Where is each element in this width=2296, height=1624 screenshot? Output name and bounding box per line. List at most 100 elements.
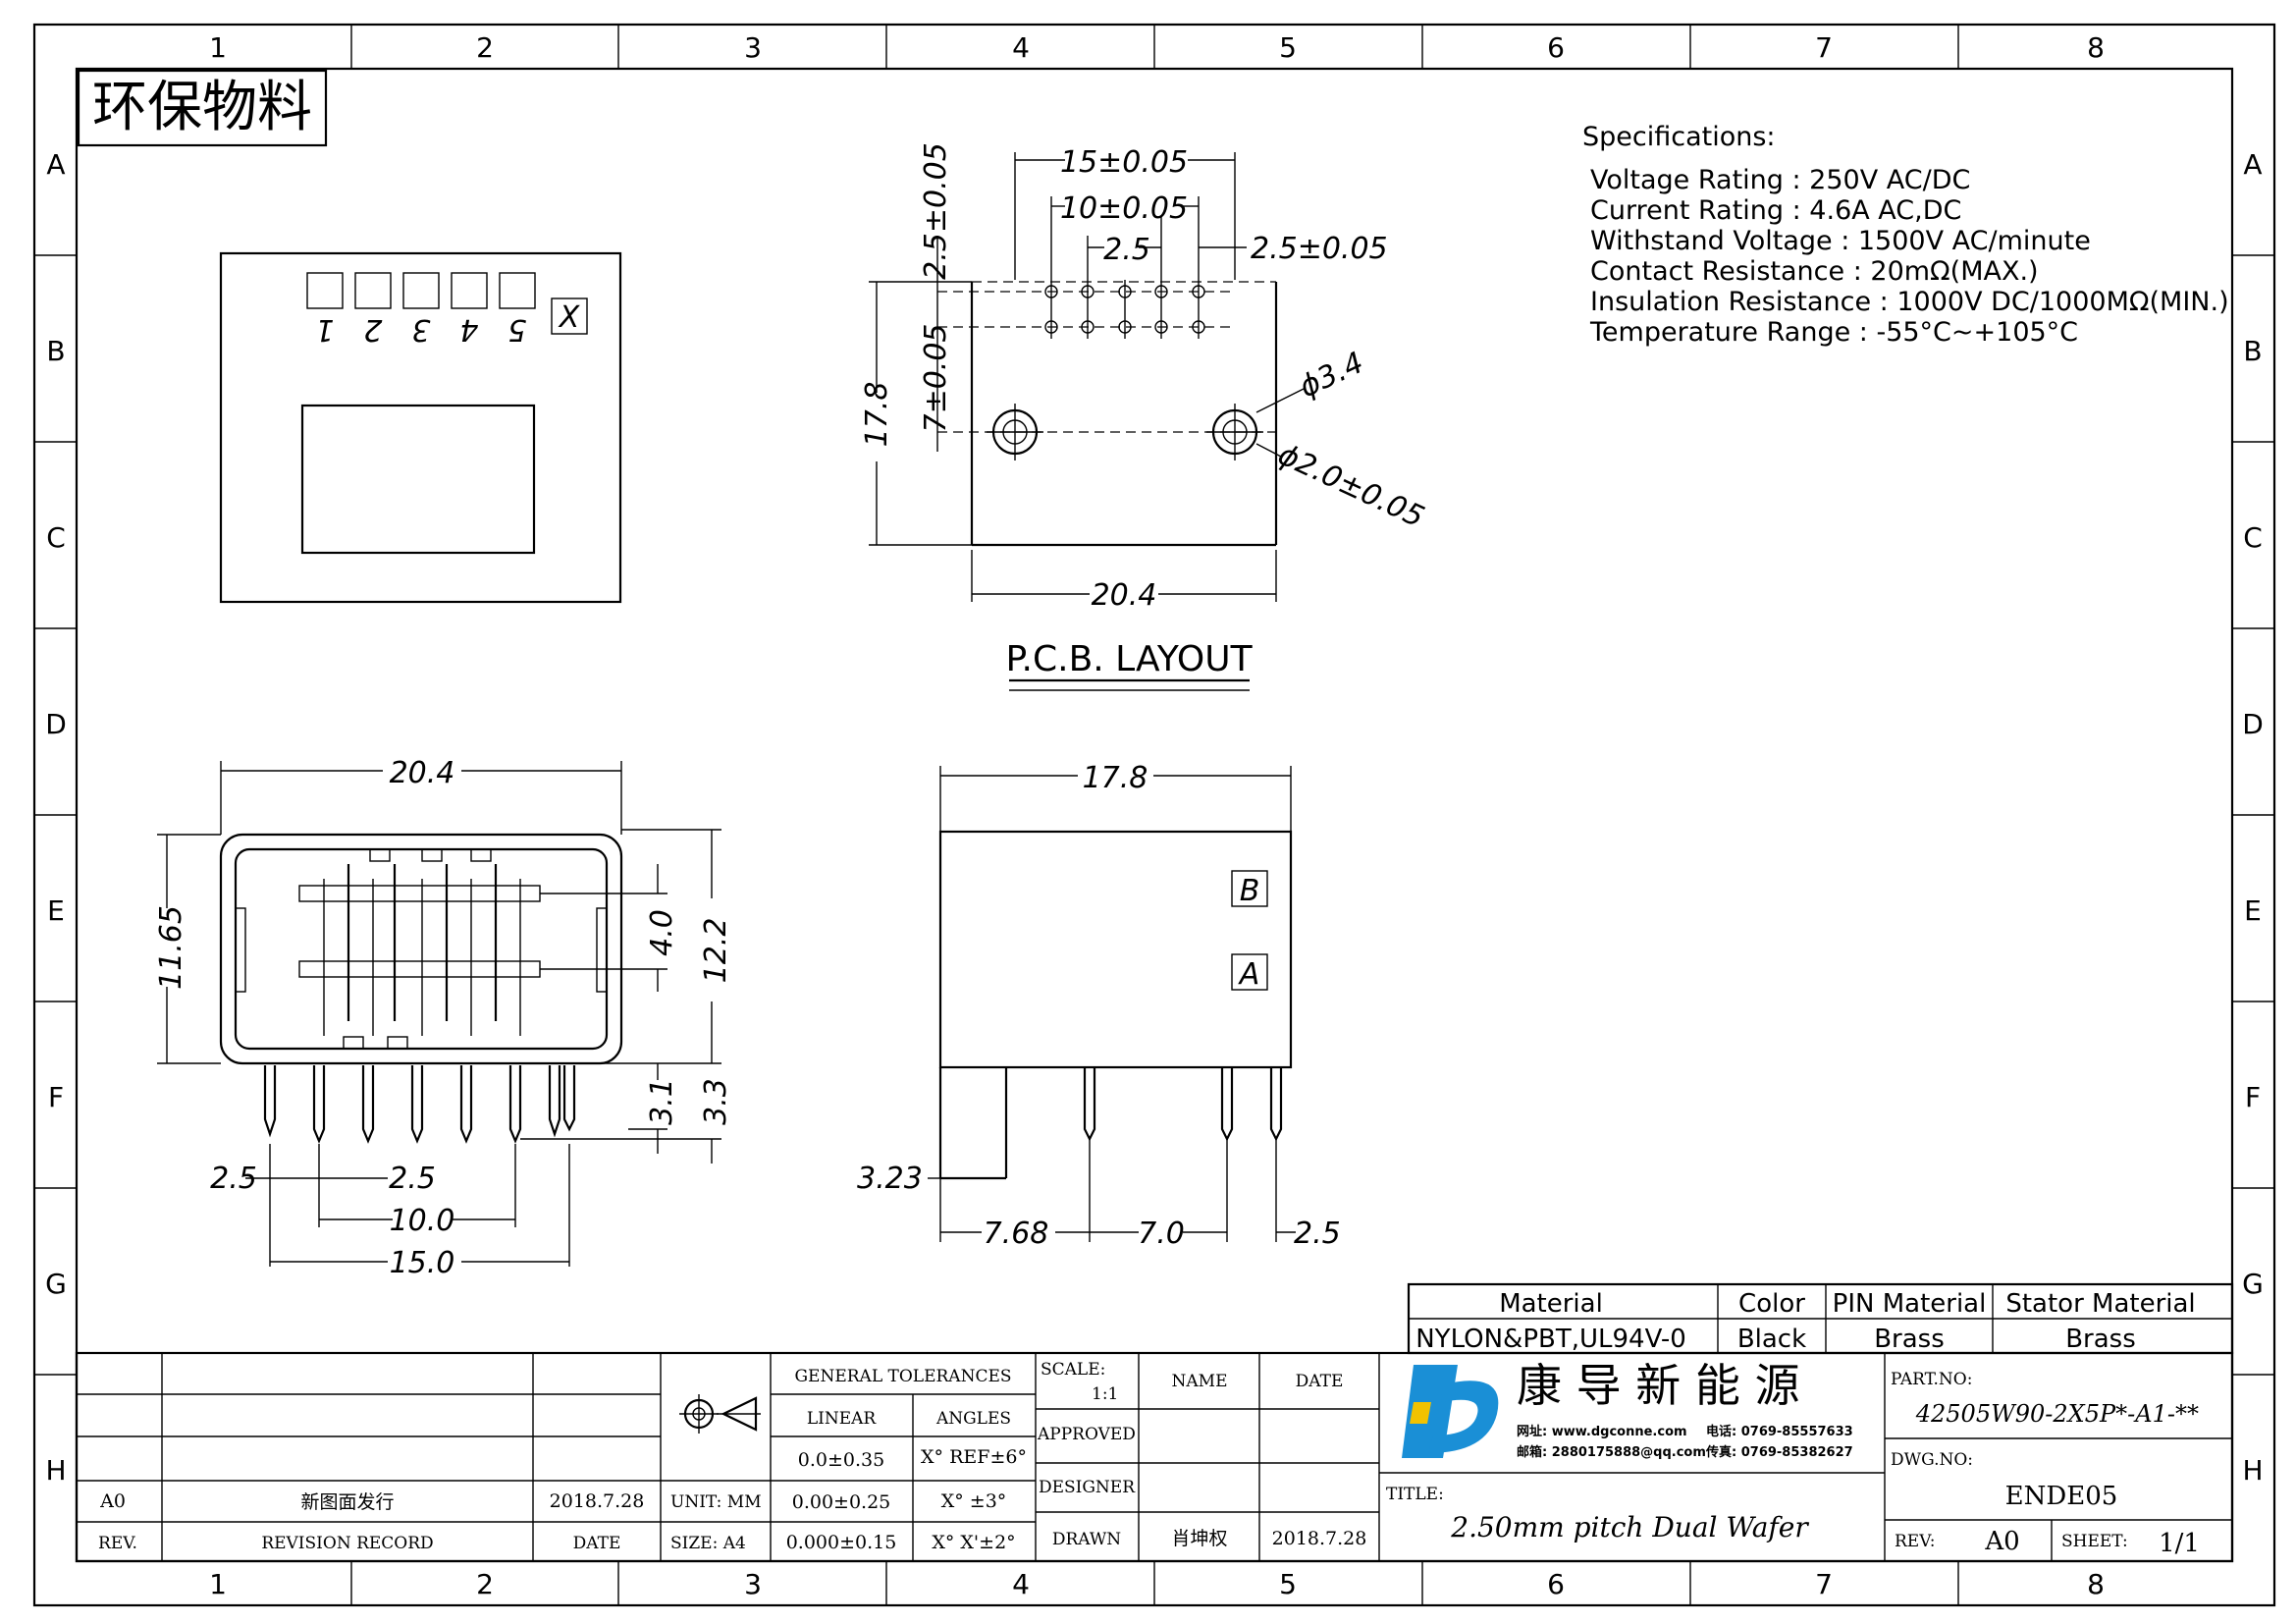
col-label-6: 6 [1547,31,1565,64]
col-label-4: 4 [1012,31,1030,64]
angles-header: ANGLES [935,1409,1011,1429]
company-email: 邮箱: 2880175888@qq.com [1517,1444,1706,1460]
drawing-title: 2.50mm pitch Dual Wafer [1450,1511,1809,1543]
dim-front-pin-3-3: 3.3 [699,1078,733,1125]
row-label-B-right: B [2243,335,2262,367]
projection-symbol-icon [679,1394,761,1434]
eco-label: 环保物料 [77,69,328,147]
company-name: 康 导 新 能 源 [1517,1359,1800,1412]
leg-pins [263,1065,576,1144]
rev-label: REV: [1895,1532,1936,1551]
pin-material-header: PIN Material [1833,1289,1987,1319]
dim-front-row-pitch: 4.0 [645,909,679,956]
side-view: B A 17.8 3.23 7.68 7.0 2.5 [857,761,1341,1251]
pin-number-labels: 1 2 3 4 5 [306,272,536,347]
row-label-H: H [45,1454,66,1487]
col-label-4-bottom: 4 [1012,1568,1030,1600]
size-label: SIZE: A4 [670,1534,746,1553]
row-label-E-right: E [2244,894,2262,927]
specifications: Specifications: Voltage Rating : 250V AC… [1582,122,2229,348]
color-value: Black [1737,1325,1806,1354]
drawing-frame: 1 2 3 4 5 6 7 8 1 2 3 4 5 6 7 8 A B C D … [32,23,2276,1607]
dim-pcb-phi-2-0: ϕ2.0±0.05 [1273,438,1429,535]
row-label-F: F [48,1081,64,1113]
revision-record-header: REVISION RECORD [261,1534,433,1553]
drawn-date: 2018.7.28 [1272,1528,1367,1549]
mounting-holes [987,404,1263,460]
col-label-1-bottom: 1 [209,1568,227,1600]
designer-label: DESIGNER [1039,1478,1136,1497]
pin-label-3: 3 [411,312,430,347]
row-label-C: C [46,521,66,554]
col-label-5-bottom: 5 [1279,1568,1297,1600]
col-label-2-bottom: 2 [476,1568,494,1600]
side-pins [1083,1067,1283,1142]
rev-row-date: 2018.7.28 [550,1490,645,1512]
row-label-B: B [46,335,65,367]
row-label-C-right: C [2243,521,2263,554]
dim-pcb-20-4: 20.4 [1092,578,1157,613]
tolerance-linear-2: 0.00±0.25 [792,1491,891,1513]
row-label-G-right: G [2242,1268,2264,1300]
rev-header: REV. [98,1534,137,1553]
company-phone: 电话: 0769-85557633 [1706,1424,1853,1439]
part-no-label: PART.NO: [1891,1370,1972,1389]
spec-current-rating: Current Rating : 4.6A AC,DC [1590,195,1961,226]
sheet-value: 1/1 [2159,1529,2200,1558]
color-header: Color [1738,1289,1805,1319]
x-mark: X [558,300,581,335]
tolerance-linear-1: 0.0±0.35 [798,1449,884,1471]
row-label-A-right: A [2243,148,2262,181]
drawn-label: DRAWN [1052,1530,1121,1549]
spec-withstand-voltage: Withstand Voltage : 1500V AC/minute [1590,226,2091,256]
dim-front-span-15: 15.0 [390,1246,455,1280]
col-label-3-bottom: 3 [744,1568,762,1600]
pin-label-5: 5 [507,312,526,347]
approved-label: APPROVED [1037,1425,1136,1444]
dim-pcb-7: 7±0.05 [919,323,953,432]
sheet-label: SHEET: [2061,1532,2128,1551]
unit-label: UNIT: MM [670,1492,762,1512]
spec-title: Specifications: [1582,122,1776,152]
col-label-7: 7 [1815,31,1833,64]
dim-pcb-2-5-tol: 2.5±0.05 [1251,232,1388,266]
dim-pcb-10: 10±0.05 [1060,191,1188,226]
col-label-7-bottom: 7 [1815,1568,1833,1600]
scale-value: 1:1 [1092,1384,1118,1404]
general-tolerances-header: GENERAL TOLERANCES [794,1367,1011,1386]
dim-front-pin-3-1: 3.1 [645,1078,679,1125]
spec-insulation-resistance: Insulation Resistance : 1000V DC/1000MΩ(… [1590,287,2229,317]
pin-label-4: 4 [459,312,478,347]
dim-side-2-5: 2.5 [1294,1217,1341,1251]
title-label: TITLE: [1386,1485,1444,1504]
row-label-A: A [46,148,65,181]
front-view: 20.4 11.65 4.0 12.2 3.1 3.3 2.5 2.5 10.0… [154,756,733,1280]
col-label-2: 2 [476,31,494,64]
dim-front-pitch-2-5-a: 2.5 [210,1162,257,1196]
spec-voltage-rating: Voltage Rating : 250V AC/DC [1590,165,1970,195]
dim-front-pitch-2-5-b: 2.5 [389,1162,436,1196]
pin-label-1: 1 [315,312,334,347]
col-label-6-bottom: 6 [1547,1568,1565,1600]
material-header: Material [1499,1289,1603,1319]
dim-pcb-2-5: 2.5 [1103,233,1150,267]
row-label-G: G [45,1268,67,1300]
row-label-D: D [45,708,67,740]
company-fax: 传真: 0769-85382627 [1705,1444,1853,1460]
company-logo-icon [1402,1365,1499,1458]
dim-front-height-12-2: 12.2 [699,918,733,984]
pcb-layout: 15±0.05 10±0.05 2.5 2.5±0.05 2.5±0.05 7±… [860,142,1429,691]
pcb-layout-caption: P.C.B. LAYOUT [1005,639,1253,679]
dim-pcb-17-8: 17.8 [860,382,894,448]
material-value: NYLON&PBT,UL94V-0 [1415,1325,1686,1354]
spec-temperature-range: Temperature Range : -55°C~+105°C [1589,317,2078,348]
row-label-E: E [47,894,65,927]
tolerance-angle-1: X° REF±6° [921,1446,1027,1468]
company-website: 网址: www.dgconne.com [1517,1424,1687,1439]
dim-side-7-68: 7.68 [984,1217,1049,1251]
dim-pcb-phi-3-4: ϕ3.4 [1295,346,1369,405]
tolerance-angle-2: X° ±3° [941,1490,1007,1512]
row-label-F-right: F [2245,1081,2261,1113]
col-label-8-bottom: 8 [2087,1568,2105,1600]
